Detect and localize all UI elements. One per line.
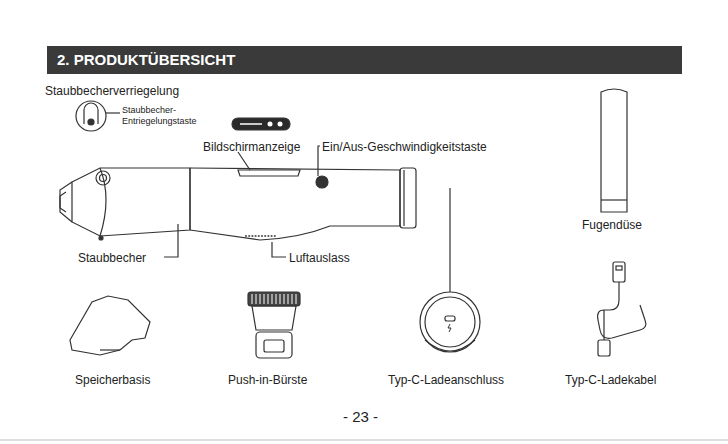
part-label: Push-in-Bürste [228, 373, 307, 387]
part-label: Speicherbasis [75, 373, 150, 387]
part-label: Staubbecherverriegelung [45, 84, 179, 98]
part-label: Typ-C-Ladekabel [565, 373, 656, 387]
part-label: Staubbecher [78, 251, 146, 265]
part-label: Ein/Aus-Geschwindigkeitstaste [322, 140, 487, 154]
part-label: Fugendüse [582, 218, 642, 232]
part-label: Staubbecher- Entriegelungstaste [122, 105, 217, 127]
page-number: - 23 - [343, 408, 378, 426]
part-label: Luftauslass [289, 251, 350, 265]
section-title: 2. PRODUKTÜBERSICHT [47, 46, 682, 74]
title-bar: 2. PRODUKTÜBERSICHT [47, 46, 682, 74]
part-label: Typ-C-Ladeanschluss [388, 373, 504, 387]
part-label: Bildschirmanzeige [203, 140, 300, 154]
